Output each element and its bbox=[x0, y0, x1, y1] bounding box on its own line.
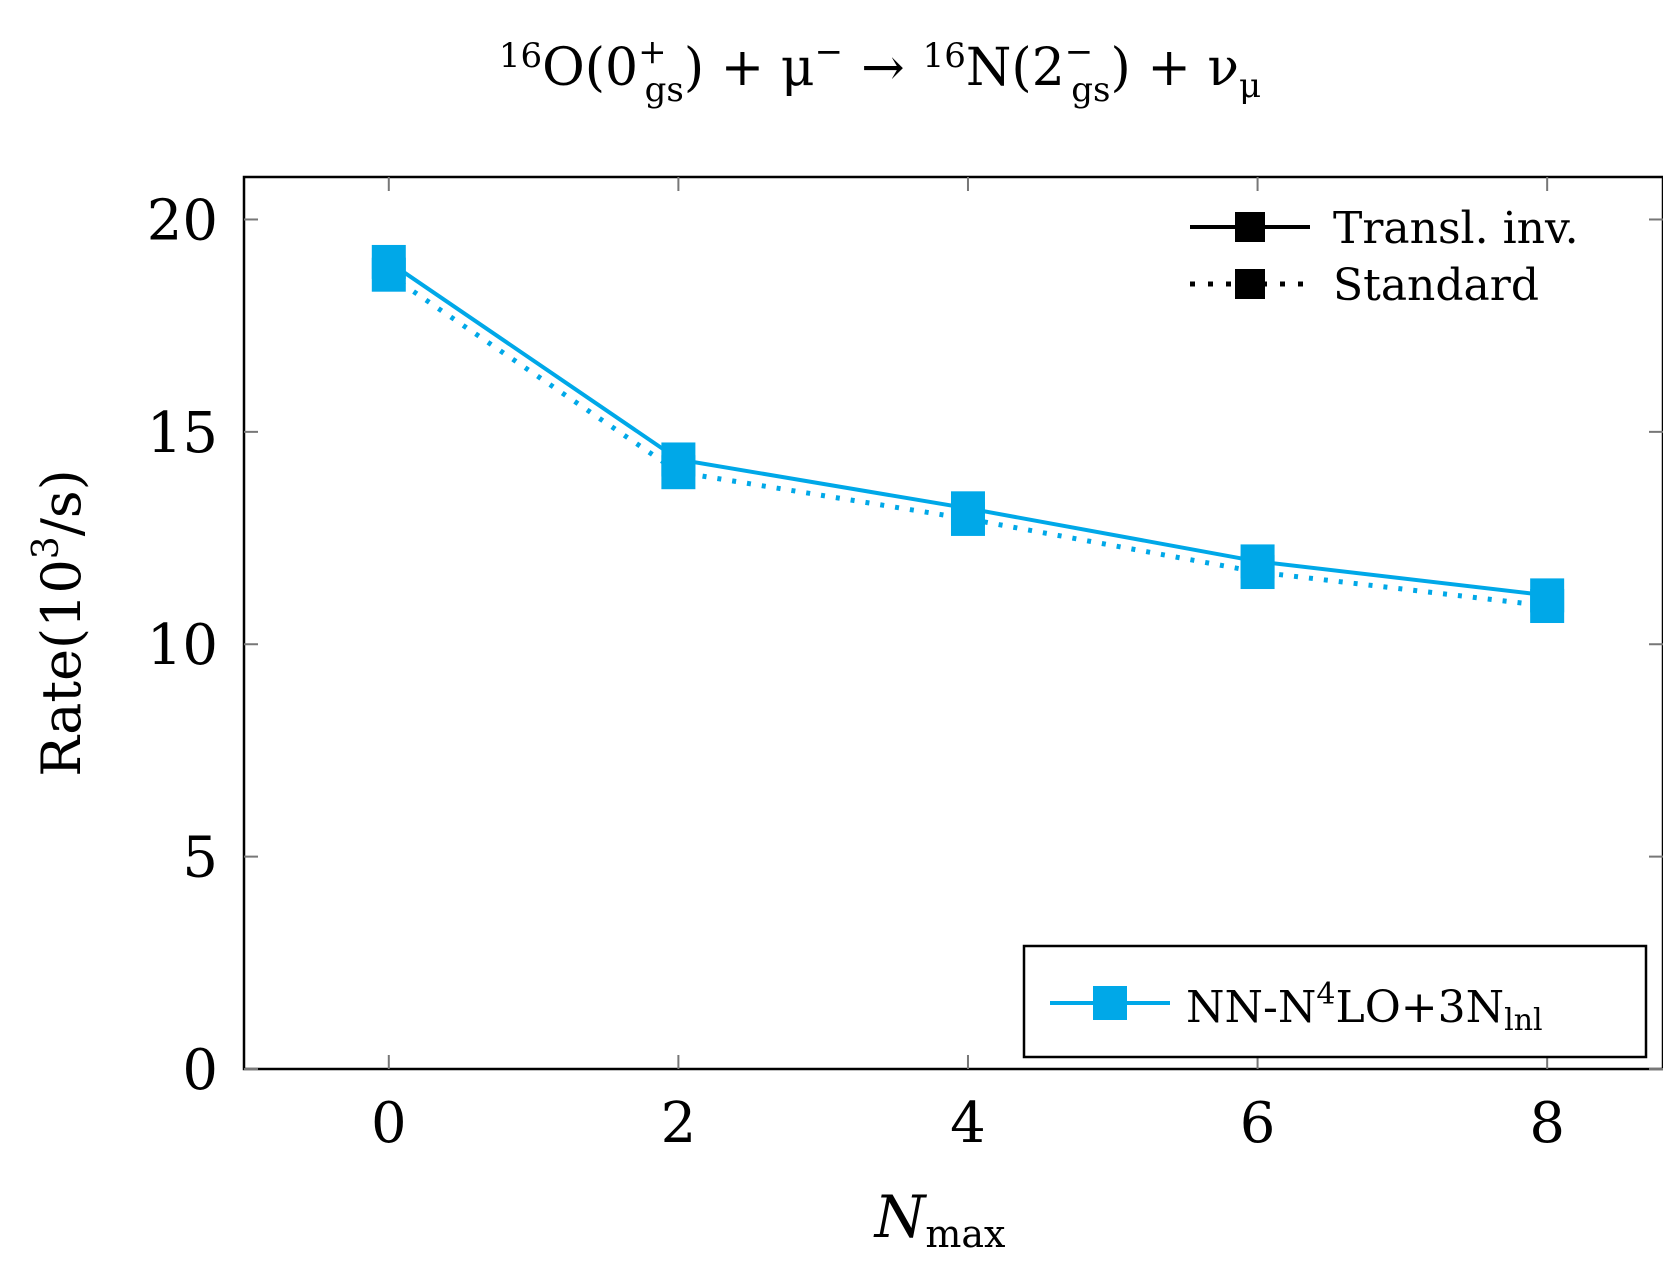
data-point-solid bbox=[950, 491, 985, 526]
y-axis-label: Rate(103/s) bbox=[26, 469, 93, 776]
legend-method: NN-N4LO+3Nlnl bbox=[1022, 944, 1648, 1059]
series-line-solid bbox=[387, 260, 1548, 598]
title-muon-sup: − bbox=[815, 32, 844, 72]
data-point-solid bbox=[661, 442, 696, 477]
series-layer bbox=[371, 244, 1565, 624]
x-axis-label-sub: max bbox=[925, 1212, 1005, 1256]
legend-method-label: NN-N4LO+3Nlnl bbox=[1186, 977, 1543, 1038]
legend-method-sup: 4 bbox=[1316, 977, 1335, 1012]
title-mass-lhs: 16 bbox=[499, 36, 542, 76]
y-axis-label-exp: 3 bbox=[26, 536, 67, 559]
legend-style: Transl. inv. Standard bbox=[1190, 203, 1579, 311]
legend-solid-marker bbox=[1235, 212, 1265, 242]
series-line-dotted bbox=[387, 272, 1548, 609]
title-arrow: → bbox=[861, 38, 905, 98]
legend-method-sub: lnl bbox=[1504, 1003, 1543, 1038]
data-point-solid bbox=[371, 244, 406, 279]
title-state-sub-rhs: gs bbox=[1071, 70, 1110, 110]
y-tick-label: 5 bbox=[182, 826, 218, 891]
y-tick-label: 20 bbox=[147, 188, 218, 253]
x-tick-label: 4 bbox=[950, 1091, 986, 1156]
title-nucleus-rhs: N(2 bbox=[966, 38, 1065, 98]
title-plus-nu: ) + ν bbox=[1111, 38, 1240, 98]
axis-ticks bbox=[244, 177, 1663, 1070]
title-mass-rhs: 16 bbox=[923, 36, 966, 76]
y-tick-labels: 0 5 10 15 20 bbox=[147, 188, 218, 1103]
y-axis-label-main: Rate(10 bbox=[30, 559, 93, 777]
y-tick-label: 10 bbox=[147, 613, 218, 678]
title-state-sub-lhs: gs bbox=[645, 70, 684, 110]
x-tick-labels: 0 2 4 6 8 bbox=[371, 1091, 1565, 1156]
x-axis-label-main: N bbox=[873, 1183, 928, 1251]
legend-method-pre: NN-N bbox=[1186, 982, 1316, 1033]
x-tick-label: 2 bbox=[661, 1091, 697, 1156]
x-tick-label: 0 bbox=[371, 1091, 407, 1156]
title-plus-muon: ) + μ bbox=[684, 38, 815, 98]
title-state-sup-lhs: + bbox=[638, 32, 667, 72]
plot-frame bbox=[242, 175, 1663, 1071]
legend-dotted-label: Standard bbox=[1333, 260, 1539, 311]
chart-title: 16O(0+gs) + μ−→16N(2−gs) + νμ bbox=[499, 32, 1261, 110]
x-axis-label: Nmax bbox=[873, 1183, 1006, 1256]
y-tick-label: 0 bbox=[182, 1038, 218, 1103]
x-tick-label: 6 bbox=[1240, 1091, 1276, 1156]
title-nu-sub: μ bbox=[1239, 66, 1261, 106]
legend-method-mid: LO+3N bbox=[1335, 982, 1504, 1033]
y-tick-label: 15 bbox=[147, 401, 218, 466]
title-state-sup-rhs: − bbox=[1065, 32, 1094, 72]
data-point-solid bbox=[1240, 544, 1275, 579]
title-nucleus-lhs: O(0 bbox=[542, 38, 638, 98]
data-point-solid bbox=[1530, 578, 1565, 613]
legend-solid-label: Transl. inv. bbox=[1333, 203, 1579, 254]
y-axis-label-unit: /s) bbox=[30, 469, 93, 536]
legend-method-marker bbox=[1093, 986, 1127, 1020]
x-tick-label: 8 bbox=[1529, 1091, 1565, 1156]
legend-dotted-marker bbox=[1235, 269, 1265, 299]
